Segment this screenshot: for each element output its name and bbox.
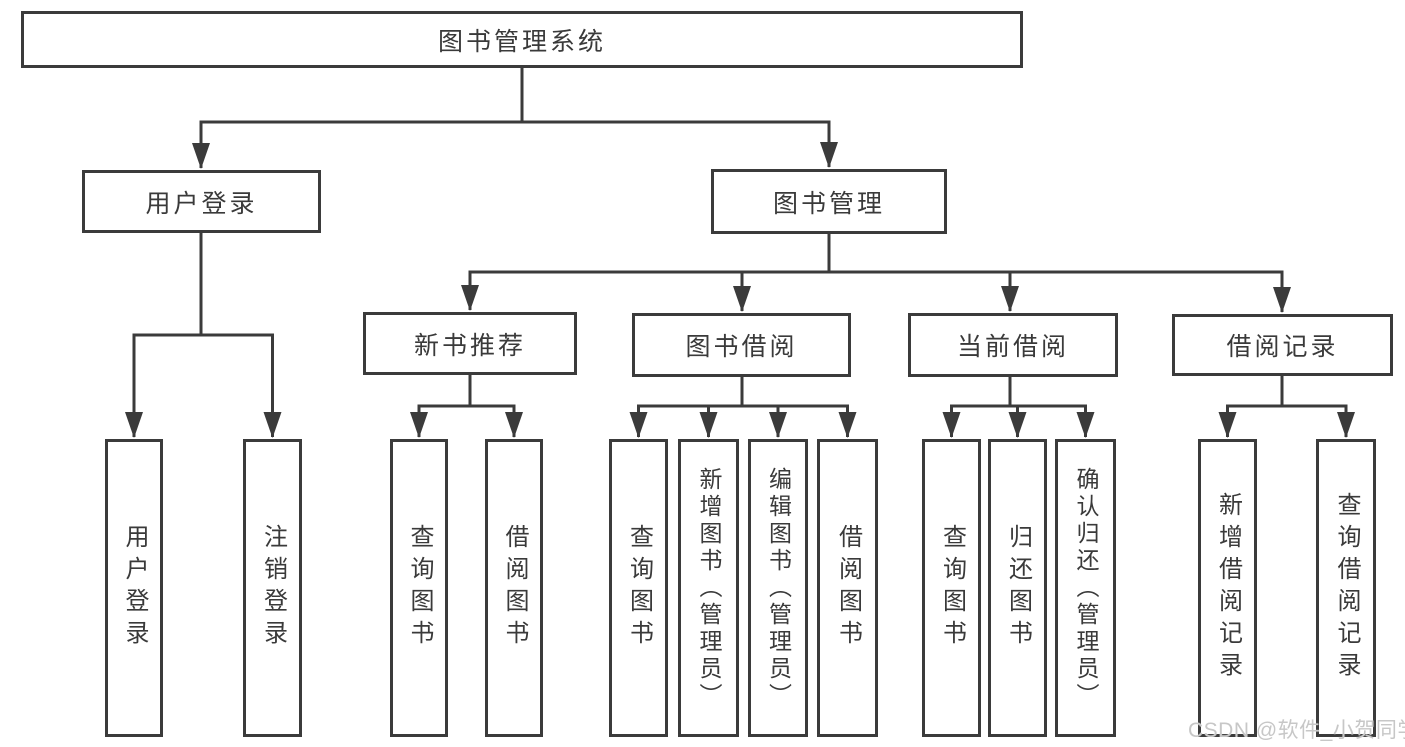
node-label: 查询借阅记录 <box>1333 492 1360 684</box>
node-book-management: 图书管理 <box>711 169 947 234</box>
node-book-borrowing: 图书借阅 <box>632 313 851 377</box>
leaf-records-add-record: 新增借阅记录 <box>1198 439 1257 737</box>
node-label: 确认归还（管理员） <box>1073 466 1099 710</box>
node-borrowing-records: 借阅记录 <box>1172 314 1393 376</box>
node-label: 借阅图书 <box>834 524 862 652</box>
leaf-user-login: 用户登录 <box>105 439 163 737</box>
node-current-borrowing: 当前借阅 <box>908 313 1118 377</box>
node-label: 归还图书 <box>1004 524 1032 652</box>
leaf-borrow-query-books: 查询图书 <box>609 439 668 737</box>
node-user-login: 用户登录 <box>82 170 321 233</box>
leaf-current-query-books: 查询图书 <box>922 439 981 737</box>
node-label: 查询图书 <box>406 524 433 652</box>
node-root-library-system: 图书管理系统 <box>21 11 1023 68</box>
node-label: 查询图书 <box>625 524 653 652</box>
leaf-borrow-edit-books-admin: 编辑图书（管理员） <box>748 439 808 737</box>
leaf-newbook-query-books: 查询图书 <box>390 439 448 737</box>
node-label: 当前借阅 <box>956 333 1069 361</box>
node-label: 借阅记录 <box>1226 333 1339 361</box>
csdn-watermark: CSDN @软件_小贺同学 <box>1188 719 1405 742</box>
node-label: 注销登录 <box>259 524 287 652</box>
leaf-borrow-add-books-admin: 新增图书（管理员） <box>678 439 739 737</box>
leaf-current-return-books: 归还图书 <box>988 439 1047 737</box>
node-label: 图书借阅 <box>685 333 798 361</box>
leaf-logout: 注销登录 <box>243 439 302 737</box>
node-label: 新增图书（管理员） <box>696 466 722 710</box>
node-label: 借阅图书 <box>501 524 528 652</box>
leaf-current-confirm-return-admin: 确认归还（管理员） <box>1055 439 1116 737</box>
leaf-borrow-borrow-books: 借阅图书 <box>817 439 878 737</box>
node-new-book-recommend: 新书推荐 <box>363 312 577 375</box>
node-label: 查询图书 <box>938 524 966 652</box>
leaf-newbook-borrow-books: 借阅图书 <box>485 439 543 737</box>
leaf-records-query-record: 查询借阅记录 <box>1316 439 1376 737</box>
node-label: 图书管理 <box>772 189 885 218</box>
node-label: 编辑图书（管理员） <box>765 466 792 710</box>
node-label: 用户登录 <box>121 524 148 652</box>
node-label: 新增借阅记录 <box>1214 492 1242 684</box>
node-label: 新书推荐 <box>413 331 526 360</box>
node-label: 用户登录 <box>145 189 258 218</box>
node-label: 图书管理系统 <box>437 27 606 56</box>
